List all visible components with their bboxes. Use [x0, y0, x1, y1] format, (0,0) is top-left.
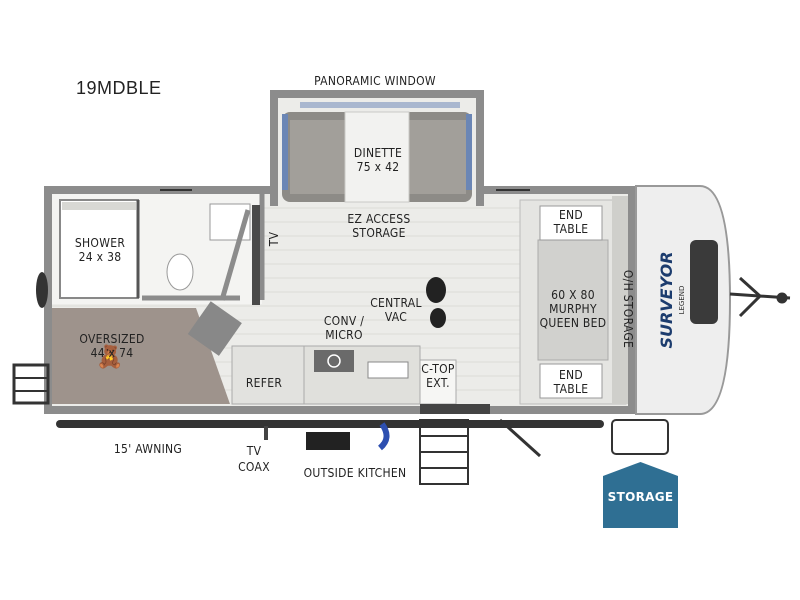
- tv-mount: [252, 205, 260, 305]
- end-table-top-label-2: TABLE: [553, 222, 589, 236]
- tongue-storage: [611, 419, 669, 455]
- c-top-ext-label: EXT.: [426, 376, 450, 390]
- central-vac-footprint: [426, 277, 446, 328]
- bed-type-label: MURPHY: [549, 302, 597, 316]
- panoramic-window-glass: [300, 102, 460, 108]
- dinette-label: DINETTE: [353, 146, 403, 160]
- central-vac-label: CENTRAL: [370, 296, 422, 310]
- central-vac-label-2: VAC: [384, 310, 408, 324]
- tv-label: TV: [267, 231, 281, 247]
- shower-label: SHOWER: [74, 236, 126, 250]
- conv-micro-label: CONV /: [323, 314, 365, 328]
- tv-coax-label-2: COAX: [238, 460, 270, 474]
- shower-stall: [59, 199, 139, 299]
- awning-label: 15' AWNING: [113, 442, 183, 456]
- oversized-bed-label: OVERSIZED: [79, 332, 145, 346]
- panoramic-window-label: PANORAMIC WINDOW: [314, 74, 436, 88]
- murphy-bed: [537, 239, 609, 361]
- storage-badge-label: STORAGE: [607, 490, 674, 504]
- dinette-table: [344, 111, 410, 203]
- end-table-bottom-label: END: [558, 368, 584, 382]
- oh-storage-cabinet: [612, 196, 628, 404]
- svg-text:LEGEND: LEGEND: [678, 286, 686, 315]
- end-table-bottom-label-2: TABLE: [553, 382, 589, 396]
- shower-size: 24 x 38: [78, 250, 122, 264]
- end-table-top-label: END: [558, 208, 584, 222]
- toilet: [166, 253, 194, 291]
- oh-storage-label: O/H STORAGE: [621, 269, 635, 349]
- tv-coax-label: TV: [246, 444, 262, 458]
- svg-text:🧸: 🧸: [96, 344, 123, 370]
- c-top-label: C-TOP: [421, 362, 455, 376]
- bed-door: [187, 301, 242, 356]
- brand-logo: SURVEYOR: [657, 251, 676, 348]
- outside-kitchen-label: OUTSIDE KITCHEN: [303, 466, 407, 480]
- entry-steps: [419, 419, 469, 485]
- storage-badge: STORAGE: [603, 462, 678, 528]
- storage-badge-shape: [603, 462, 678, 528]
- end-table-top: [539, 205, 603, 241]
- awning-bar: [56, 420, 604, 428]
- kitchen-sink: [367, 361, 409, 379]
- oversized-bed-carpet: [52, 308, 230, 404]
- entry-door: [420, 404, 490, 414]
- ez-access-label: EZ ACCESS: [347, 212, 411, 226]
- ez-access-storage-label: STORAGE: [352, 226, 406, 240]
- end-table-bottom: [539, 363, 603, 399]
- refer-cabinet: [231, 345, 305, 405]
- bed-kind-label: QUEEN BED: [539, 316, 607, 330]
- oversized-bed-size: 44 x 74: [90, 346, 134, 360]
- refer-label: REFER: [245, 376, 283, 390]
- bed-size-label: 60 X 80: [551, 288, 595, 302]
- outside-kitchen-unit: [306, 432, 350, 450]
- model-name: 19MDBLE: [76, 78, 162, 98]
- dinette-size: 75 x 42: [356, 160, 400, 174]
- spare-tire: [36, 272, 48, 308]
- stove: [314, 350, 354, 372]
- rear-ladder: [12, 363, 50, 405]
- front-window: [690, 240, 718, 324]
- conv-micro-label-2: MICRO: [325, 328, 363, 342]
- hitch: [729, 276, 791, 318]
- c-top-ext: [419, 359, 457, 405]
